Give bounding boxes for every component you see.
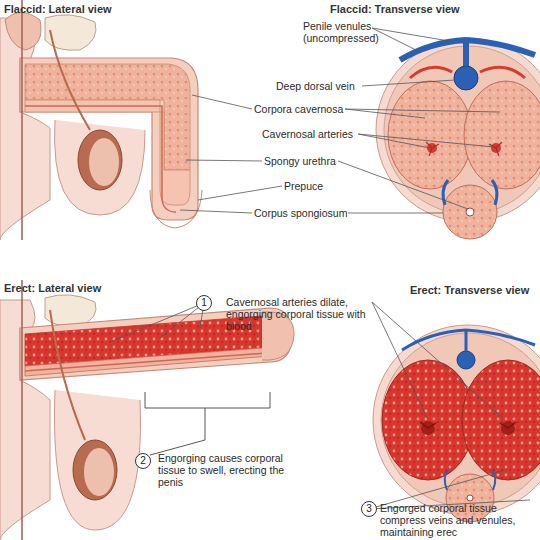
- callout-number: 3: [366, 504, 372, 514]
- callout-circle: 2: [135, 453, 151, 469]
- illustration-shape: [0, 18, 50, 240]
- illustration-shape: [50, 30, 90, 130]
- illustration-shape: [420, 422, 516, 428]
- illustration-shape: [372, 302, 505, 420]
- flaccid-lateral: [0, 0, 202, 240]
- part-label: Cavernosal arteries dilate, engorging co…: [226, 296, 376, 332]
- part-label: Engorging causes corporal tissue to swel…: [158, 452, 308, 488]
- illustration-shape: [145, 392, 270, 455]
- illustration-shape: [410, 67, 525, 78]
- illustration-shape: [50, 310, 85, 440]
- illustration-shape: [457, 351, 475, 369]
- callout-number: 2: [140, 456, 146, 466]
- illustration-shape: [78, 130, 122, 190]
- illustration-shape: [20, 58, 198, 220]
- illustration-shape: [89, 138, 119, 186]
- illustration-shape: [21, 280, 23, 540]
- illustration-shape: [186, 160, 468, 209]
- illustration-shape: [400, 40, 535, 66]
- illustration-shape: [73, 440, 117, 500]
- flaccid-transverse: [376, 38, 540, 239]
- illustration-shape: [372, 28, 455, 52]
- part-label: Engorged corporal tissue compress veins …: [380, 502, 538, 538]
- illustration-shape: [21, 0, 23, 240]
- illustration-shape: [25, 352, 280, 371]
- illustration-shape: [192, 95, 500, 118]
- illustration-shape: [5, 13, 41, 51]
- callout-circle: 3: [361, 501, 377, 517]
- illustration-shape: [55, 390, 141, 530]
- illustration-shape: [55, 120, 145, 215]
- callout-number: 1: [201, 298, 207, 308]
- panel-heading: Erect: Transverse view: [410, 284, 540, 296]
- part-label: Prepuce: [284, 180, 364, 192]
- illustration-shape: [443, 185, 497, 239]
- illustration-shape: [454, 66, 478, 90]
- leader-lines: [110, 28, 530, 509]
- illustration-shape: [462, 360, 540, 480]
- part-label: Cavernosal arteries: [262, 128, 382, 140]
- callout-circle: 1: [196, 295, 212, 311]
- part-label: Spongy urethra: [264, 155, 364, 167]
- illustration-shape: [150, 190, 202, 228]
- illustration-shape: [358, 134, 494, 148]
- illustration-shape: [402, 330, 535, 351]
- illustration-shape: [84, 448, 114, 496]
- illustration-shape: [464, 81, 540, 189]
- illustration-shape: [466, 208, 474, 216]
- panel-heading: Flaccid: Transverse view: [330, 3, 535, 15]
- part-label: Penile venules (uncompressed): [303, 20, 403, 44]
- illustration-shape: [443, 180, 497, 205]
- part-label: Deep dorsal vein: [276, 80, 396, 92]
- part-label: Corpora cavernosa: [254, 103, 374, 115]
- panel-heading: Erect: Lateral view: [4, 282, 204, 294]
- part-label: Corpus spongiosum: [254, 207, 374, 219]
- illustration-shape: [198, 186, 282, 200]
- illustration-shape: [388, 81, 472, 189]
- illustration-shape: [467, 495, 473, 501]
- panel-heading: Flaccid: Lateral view: [4, 3, 224, 15]
- illustration-shape: [110, 303, 204, 342]
- erect-transverse: [373, 325, 540, 522]
- illustration-shape: [362, 80, 455, 86]
